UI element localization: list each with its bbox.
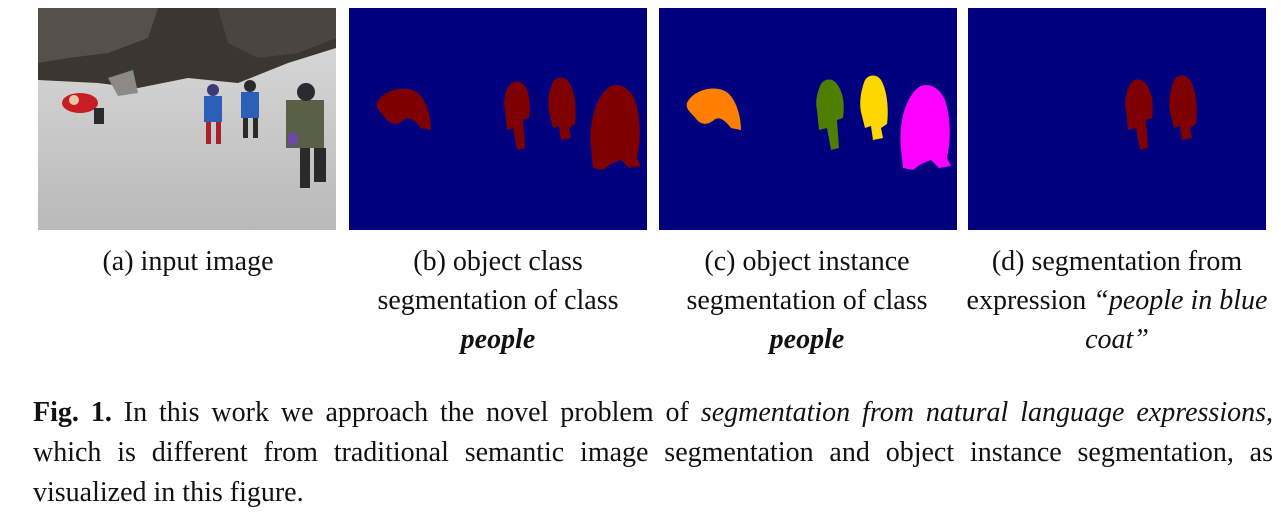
class-segmentation-mask xyxy=(349,8,647,230)
caption-d: (d) segmentation from expression “people… xyxy=(962,242,1272,359)
person-mask xyxy=(376,88,431,130)
person-mask xyxy=(900,84,951,170)
person-mask xyxy=(1169,75,1197,140)
person-mask xyxy=(590,84,641,170)
person-mask xyxy=(1125,79,1153,150)
figure-caption-text: In this work we approach the novel probl… xyxy=(111,397,701,428)
input-photo xyxy=(38,8,336,230)
figure-label: Fig. 1. xyxy=(33,397,112,428)
caption-emphasis: people xyxy=(769,324,845,355)
person-mask xyxy=(504,81,530,150)
input-image xyxy=(38,8,336,230)
caption-text: (d) segmentation from expression xyxy=(966,246,1243,316)
instance-segmentation-mask xyxy=(659,8,957,230)
person-mask xyxy=(860,75,888,140)
caption-text: (a) input image xyxy=(102,246,274,277)
expression-segmentation-image xyxy=(968,8,1266,230)
figure-caption-text: , which is different from traditional se… xyxy=(33,397,1273,508)
caption-a: (a) input image xyxy=(33,242,343,281)
caption-text: (c) object instance segmentation of clas… xyxy=(686,246,928,316)
person-mask xyxy=(548,77,576,140)
expression-segmentation-mask xyxy=(968,8,1266,230)
class-segmentation-image xyxy=(349,8,647,230)
caption-b: (b) object class segmentation of class p… xyxy=(343,242,653,359)
person-mask xyxy=(816,79,844,150)
figure-caption-emphasis: segmentation from natural language expre… xyxy=(700,397,1266,428)
caption-c: (c) object instance segmentation of clas… xyxy=(652,242,962,359)
caption-emphasis: people xyxy=(460,324,536,355)
caption-expression: “people in blue coat” xyxy=(1085,285,1268,355)
instance-segmentation-image xyxy=(659,8,957,230)
caption-text: (b) object class segmentation of class xyxy=(377,246,619,316)
figure-caption: Fig. 1. In this work we approach the nov… xyxy=(33,393,1273,513)
person-mask xyxy=(686,88,741,130)
